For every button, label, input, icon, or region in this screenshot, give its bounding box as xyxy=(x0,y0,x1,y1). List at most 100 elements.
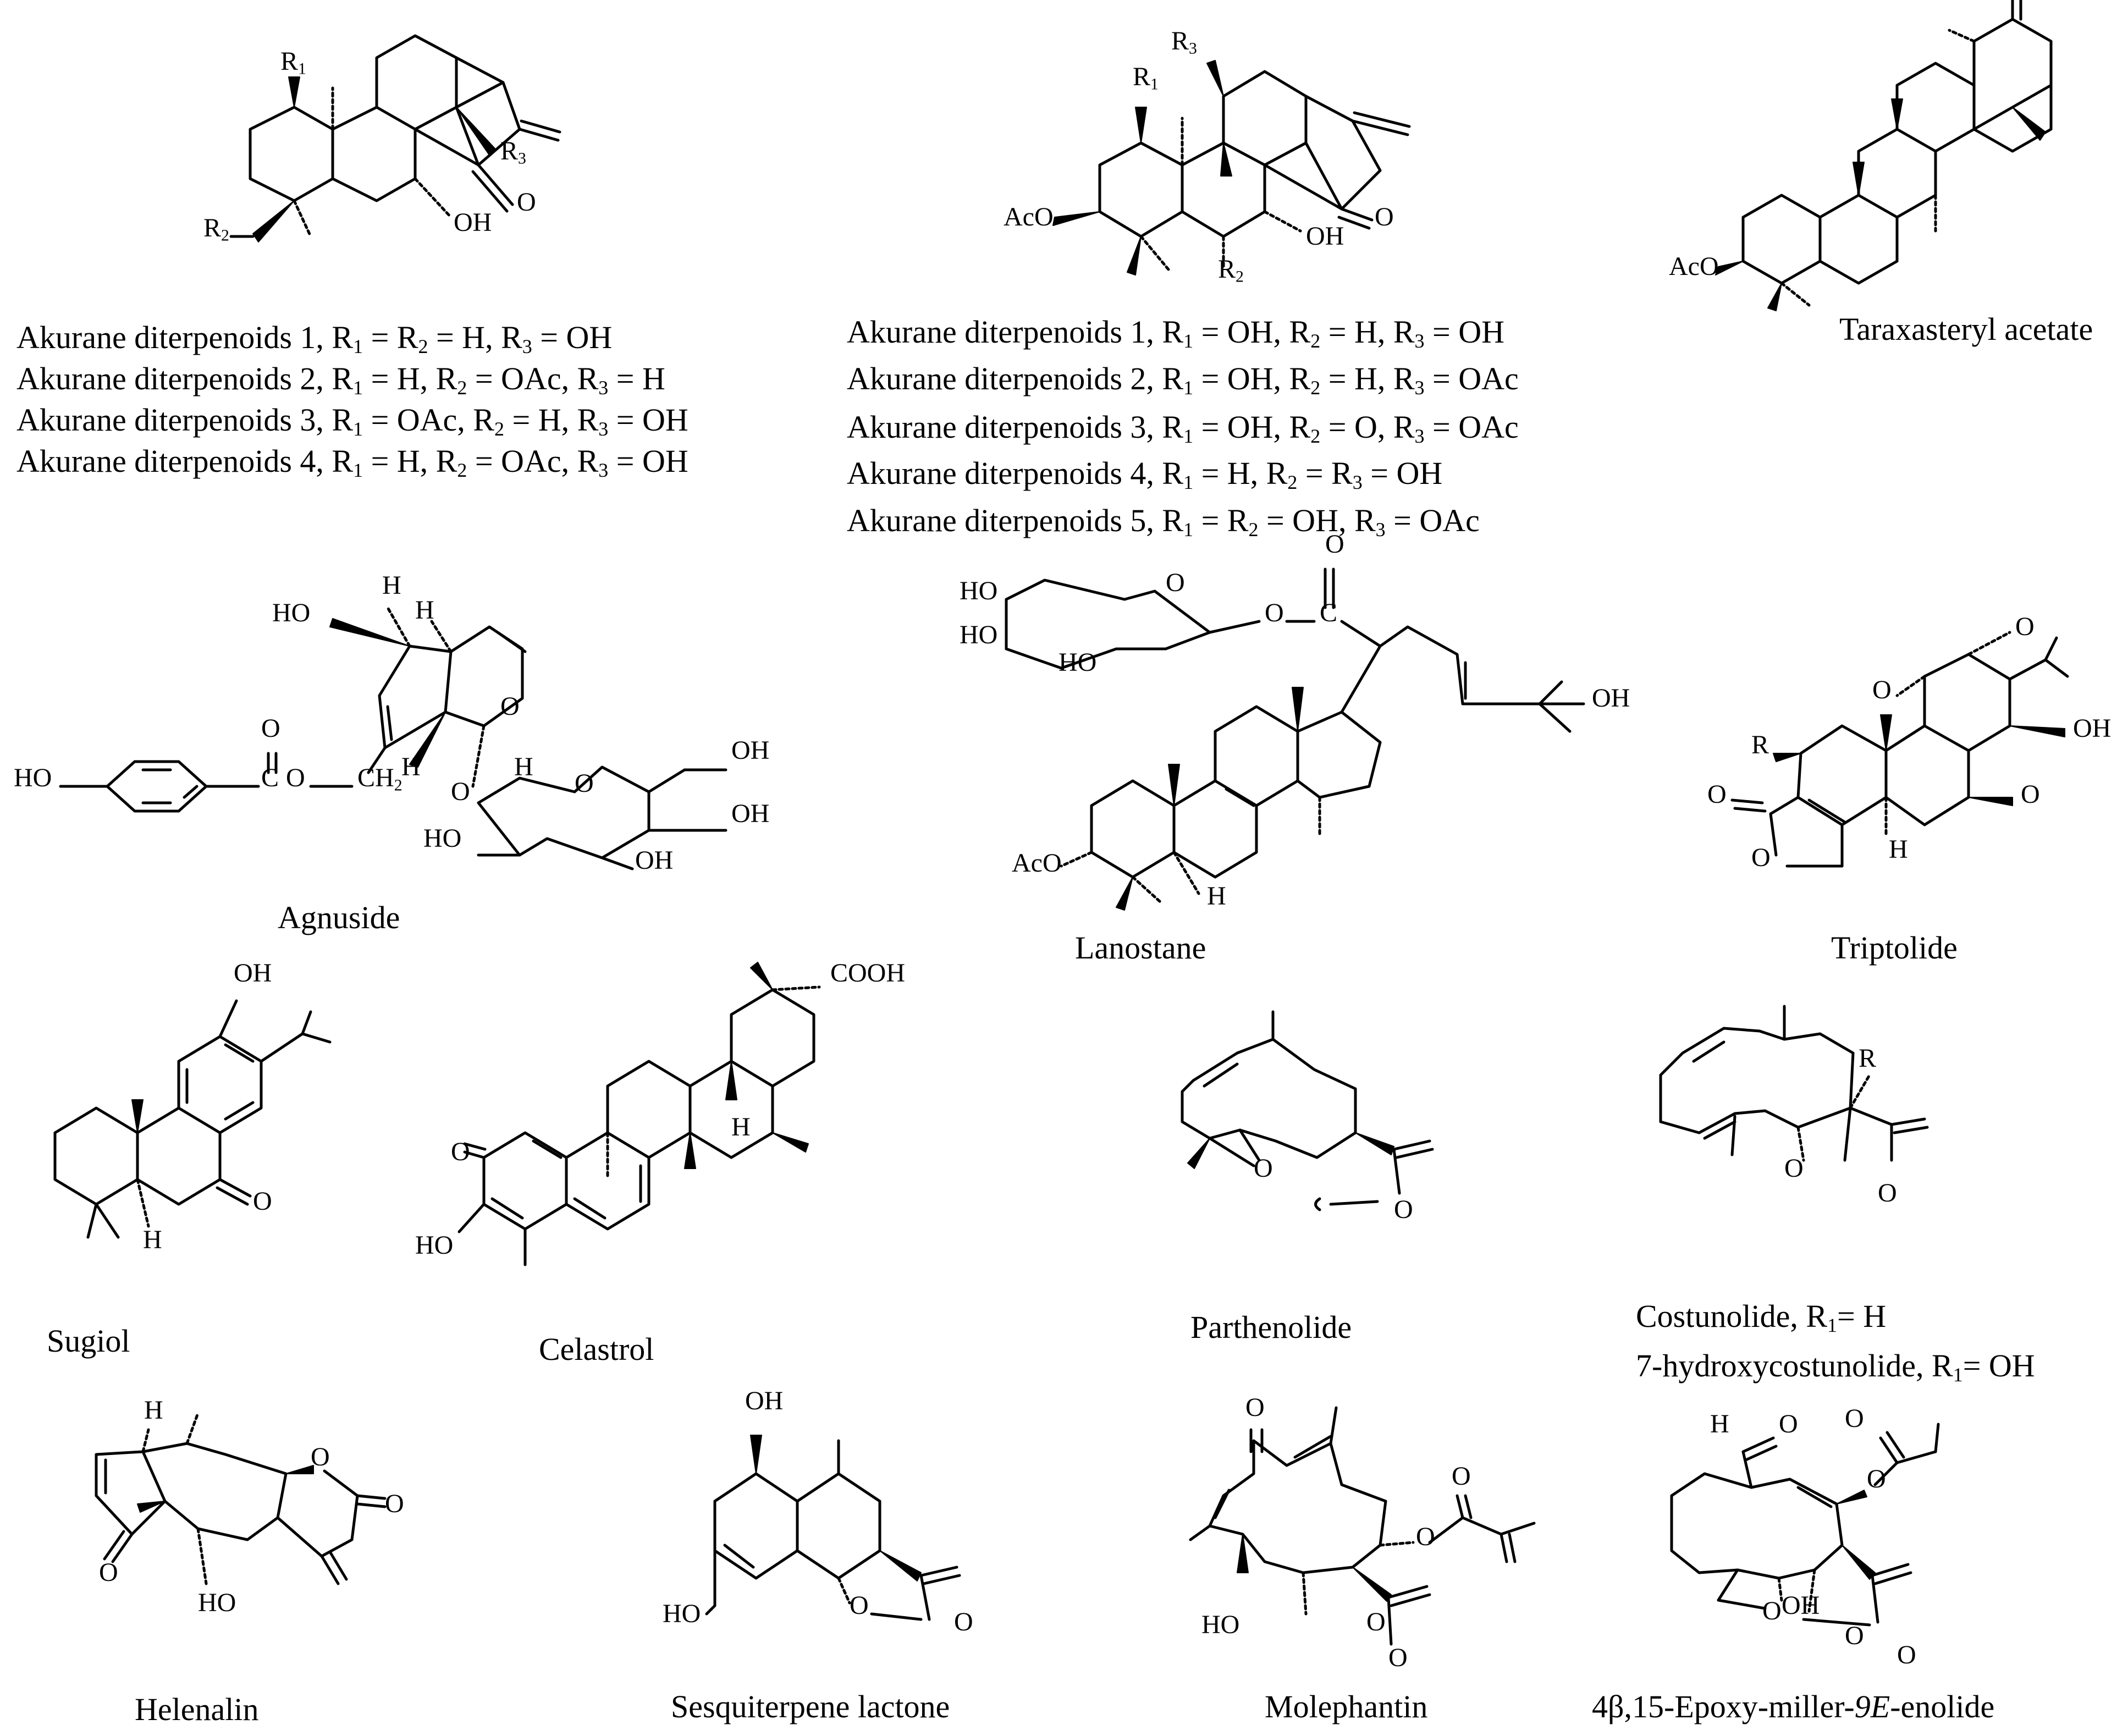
molephantin-atom-0: O xyxy=(1245,1393,1265,1422)
epoxy-atom-1: O xyxy=(1779,1409,1798,1439)
triptolide-label: Triptolide xyxy=(1831,930,1958,966)
akurane-set2-line-3: Akurane diterpenoids 3, R1 = OH, R2 = O,… xyxy=(847,409,1519,447)
costunolide-label: Costunolide, R1= H xyxy=(1636,1298,1887,1336)
agnuside-atom-5: HO xyxy=(14,763,52,792)
triptolide-atom-5: O xyxy=(2021,780,2040,809)
akurane-set2-line-1: Akurane diterpenoids 1, R1 = OH, R2 = H,… xyxy=(847,314,1504,352)
lanostane-atom-9: H xyxy=(1207,881,1226,911)
triptolide-atom-6: O xyxy=(1751,843,1771,872)
akurane-set1-line-3: Akurane diterpenoids 3, R1 = OAc, R2 = H… xyxy=(16,402,688,440)
molephantin-atom-3: HO xyxy=(1201,1610,1240,1639)
agnuside-atom-10: O xyxy=(451,777,470,806)
molephantin-structure xyxy=(1189,1406,1536,1646)
akurane-set2-structure xyxy=(1052,60,1411,275)
lanostane-structure xyxy=(1005,567,1585,911)
parthenolide-atom-1: O xyxy=(1394,1195,1413,1224)
triptolide-atom-2: R xyxy=(1751,730,1769,759)
sugiol-atom-2: H xyxy=(143,1225,162,1254)
s1-atom-4: R2 xyxy=(203,213,229,245)
agnuside-atom-14: OH xyxy=(731,799,770,828)
s1-atom-3: OH xyxy=(454,208,492,237)
triptolide-atom-0: O xyxy=(2015,612,2035,641)
epoxy-atom-2: O xyxy=(1845,1404,1864,1433)
akurane-set2-line-4: Akurane diterpenoids 4, R1 = H, R2 = R3 … xyxy=(847,455,1443,493)
agnuside-atom-1: HO xyxy=(272,598,311,627)
costunolide-atom-1: O xyxy=(1784,1154,1804,1183)
helenalin-atom-4: HO xyxy=(198,1588,236,1617)
lanostane-atom-8: AcO xyxy=(1012,848,1062,878)
s1-atom-1: R3 xyxy=(500,136,526,168)
celastrol-atom-2: H xyxy=(731,1112,751,1142)
helenalin-atom-2: O xyxy=(385,1489,404,1518)
agnuside-atom-16: OH xyxy=(635,846,674,875)
molephantin-atom-4: O xyxy=(1366,1607,1386,1636)
molephantin-atom-1: O xyxy=(1452,1462,1471,1491)
epoxy-miller-label: 4β,15-Epoxy-miller-9E-enolide xyxy=(1592,1689,1995,1724)
helenalin-atom-3: O xyxy=(99,1558,118,1587)
costunolide-atom-2: O xyxy=(1878,1178,1897,1208)
triptolide-atom-4: O xyxy=(1707,780,1727,809)
epoxy-atom-0: H xyxy=(1710,1409,1729,1439)
agnuside-atom-4: O xyxy=(261,714,280,743)
lanostane-atom-3: O xyxy=(1265,598,1284,627)
epoxy-atom-4: O xyxy=(1762,1596,1782,1625)
hydroxycostunolide-label: 7-hydroxycostunolide, R1= OH xyxy=(1636,1348,2035,1386)
triptolide-structure xyxy=(1730,631,2069,868)
costunolide-structure xyxy=(1659,1005,1929,1162)
lanostane-atom-6: HO xyxy=(1059,648,1097,677)
akurane-set1-structure xyxy=(229,34,561,243)
sesquiterpene-atom-3: O xyxy=(954,1607,973,1636)
agnuside-atom-9: H xyxy=(401,752,421,781)
epoxy-atom-6: O xyxy=(1845,1621,1864,1650)
celastrol-atom-1: O xyxy=(451,1137,470,1166)
s1-atom-2: O xyxy=(517,188,536,217)
agnuside-structure xyxy=(59,606,727,870)
akurane-set1-line-4: Akurane diterpenoids 4, R1 = H, R2 = OAc… xyxy=(16,443,688,481)
s2-atom-2: AcO xyxy=(1004,202,1054,232)
lanostane-atom-1: O xyxy=(1166,568,1185,597)
akurane-set1-line-1: Akurane diterpenoids 1, R1 = R2 = H, R3 … xyxy=(16,319,613,357)
agnuside-atom-7: O xyxy=(286,763,305,792)
agnuside-atom-2: H xyxy=(415,596,434,625)
s2-atom-5: R2 xyxy=(1218,255,1244,286)
costunolide-atom-0: R xyxy=(1859,1044,1877,1073)
s2-atom-3: OH xyxy=(1306,222,1344,251)
s1-atom-0: R1 xyxy=(280,47,306,78)
helenalin-structure xyxy=(95,1412,387,1585)
akurane-set2-line-2: Akurane diterpenoids 2, R1 = OH, R2 = H,… xyxy=(847,361,1519,399)
lanostane-atom-2: HO xyxy=(960,576,998,605)
s2-atom-0: R3 xyxy=(1171,26,1197,58)
lanostane-atom-7: OH xyxy=(1592,684,1630,713)
molephantin-label: Molephantin xyxy=(1265,1689,1428,1724)
celastrol-atom-3: HO xyxy=(415,1231,454,1260)
s3-atom-0: AcO xyxy=(1669,252,1719,281)
agnuside-atom-6: C xyxy=(261,763,279,792)
parthenolide-atom-0: O xyxy=(1254,1154,1273,1183)
s2-atom-4: O xyxy=(1375,202,1394,232)
akurane-set1-line-2: Akurane diterpenoids 2, R1 = H, R2 = OAc… xyxy=(16,361,665,399)
sesquiterpene-atom-1: HO xyxy=(663,1599,701,1628)
lanostane-atom-5: HO xyxy=(960,620,998,649)
s2-atom-1: R1 xyxy=(1133,62,1159,93)
celastrol-atom-0: COOH xyxy=(830,958,906,988)
sesquiterpene-atom-0: OH xyxy=(745,1386,784,1415)
sesquiterpene-atom-2: O xyxy=(850,1591,869,1620)
agnuside-atom-12: O xyxy=(575,769,594,798)
epoxy-atom-5: OH xyxy=(1782,1591,1820,1620)
triptolide-atom-3: OH xyxy=(2073,714,2112,743)
taraxasteryl-structure xyxy=(1715,0,2053,311)
lanostane-atom-0: O xyxy=(1325,530,1344,559)
sesquiterpene-label: Sesquiterpene lactone xyxy=(671,1689,950,1724)
helenalin-atom-1: O xyxy=(311,1442,330,1472)
molephantin-atom-2: O xyxy=(1416,1522,1435,1551)
agnuside-atom-3: O xyxy=(500,692,520,721)
agnuside-atom-13: OH xyxy=(731,736,770,765)
celastrol-structure xyxy=(457,962,821,1266)
celastrol-label: Celastrol xyxy=(539,1331,654,1367)
sesquiterpene-structure xyxy=(705,1435,961,1621)
parthenolide-label: Parthenolide xyxy=(1190,1309,1352,1345)
triptolide-atom-7: H xyxy=(1889,835,1908,864)
parthenolide-structure xyxy=(1181,1010,1434,1211)
